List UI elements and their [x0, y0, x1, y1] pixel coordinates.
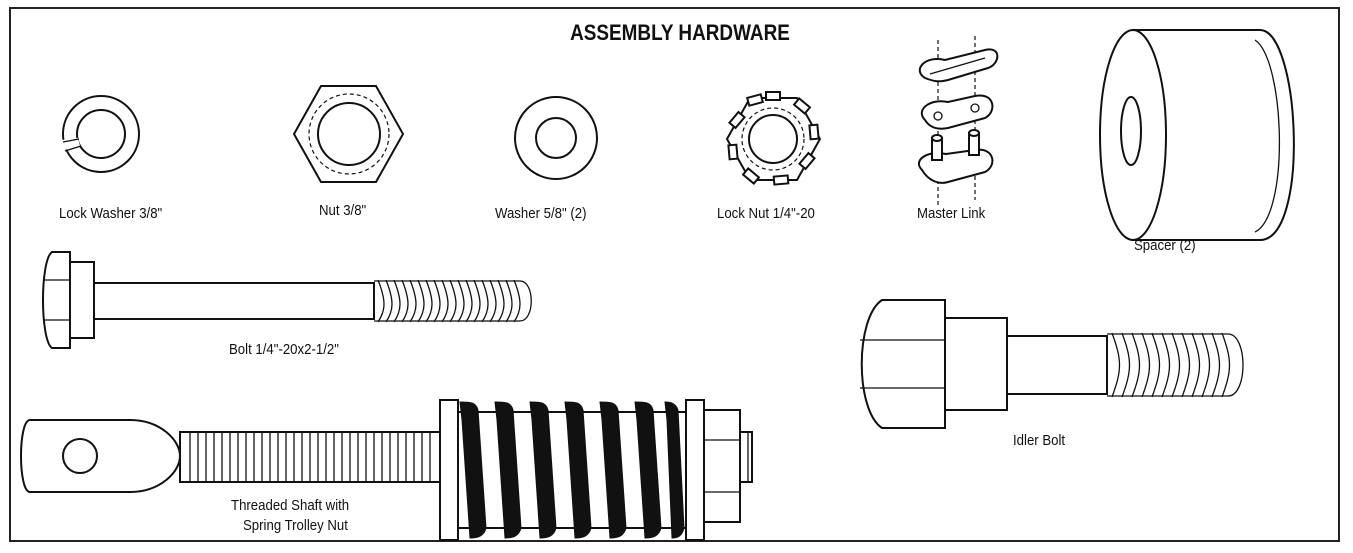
bolt-drawing [42, 251, 532, 349]
lock-nut-label: Lock Nut 1/4"-20 [717, 205, 815, 222]
bolt-label: Bolt 1/4"-20x2-1/2" [229, 341, 339, 358]
washer-label: Washer 5/8" (2) [495, 205, 587, 222]
lock-washer-drawing [62, 95, 140, 173]
master-link-label: Master Link [917, 205, 986, 222]
sheet-border [9, 7, 1340, 542]
threaded-shaft-label-line1: Threaded Shaft with [231, 497, 350, 514]
master-link-drawing [918, 36, 999, 205]
washer-drawing [514, 96, 598, 180]
spacer-label: Spacer (2) [1134, 237, 1196, 254]
nut-label: Nut 3/8" [319, 202, 367, 219]
threaded-shaft-label-line2: Spring Trolley Nut [243, 517, 348, 534]
nut-drawing [292, 85, 405, 183]
idler-bolt-drawing [860, 299, 1244, 429]
spacer-drawing [1099, 29, 1295, 241]
lock-nut-drawing [725, 91, 822, 186]
idler-bolt-label: Idler Bolt [1013, 432, 1066, 449]
threaded-shaft-drawing [20, 399, 753, 541]
lock-washer-label: Lock Washer 3/8" [59, 205, 163, 222]
page-title: ASSEMBLY HARDWARE [570, 20, 790, 45]
